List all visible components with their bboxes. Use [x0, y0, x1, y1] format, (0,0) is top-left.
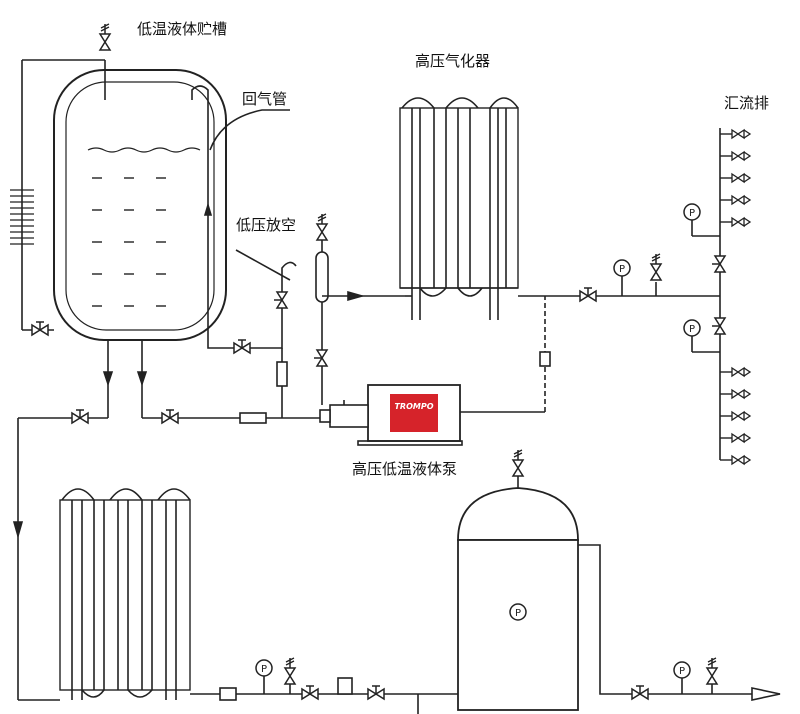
label-low-pressure-vent: 低压放空: [236, 216, 297, 234]
label-manifold: 汇流排: [724, 94, 770, 112]
gauge-label: P: [689, 324, 695, 335]
buffer-vessel: [457, 476, 781, 711]
manifold-outlets: [719, 129, 751, 465]
manifold: [691, 128, 721, 460]
label-high-pressure-vaporizer: 高压气化器: [415, 52, 491, 70]
high-pressure-vaporizer: [399, 97, 519, 320]
pressure-gauges: P P P P P P: [255, 203, 701, 679]
gauge-label: P: [689, 208, 695, 219]
gauge-label: P: [515, 608, 521, 619]
gauge-label: P: [261, 664, 267, 675]
pump-logo-text: TROMPO: [394, 402, 433, 411]
low-pressure-vaporizer: [18, 488, 458, 701]
gauge-label: P: [679, 666, 685, 677]
label-return-gas-pipe: 回气管: [242, 90, 288, 108]
label-cryogenic-pump: 高压低温液体泵: [352, 460, 458, 478]
pump-logo: TROMPO: [390, 394, 438, 432]
pressure-building-loop: [10, 60, 54, 331]
storage-tank: [22, 59, 290, 341]
gauge-label: P: [619, 264, 625, 275]
label-storage-tank: 低温液体贮槽: [137, 20, 228, 38]
